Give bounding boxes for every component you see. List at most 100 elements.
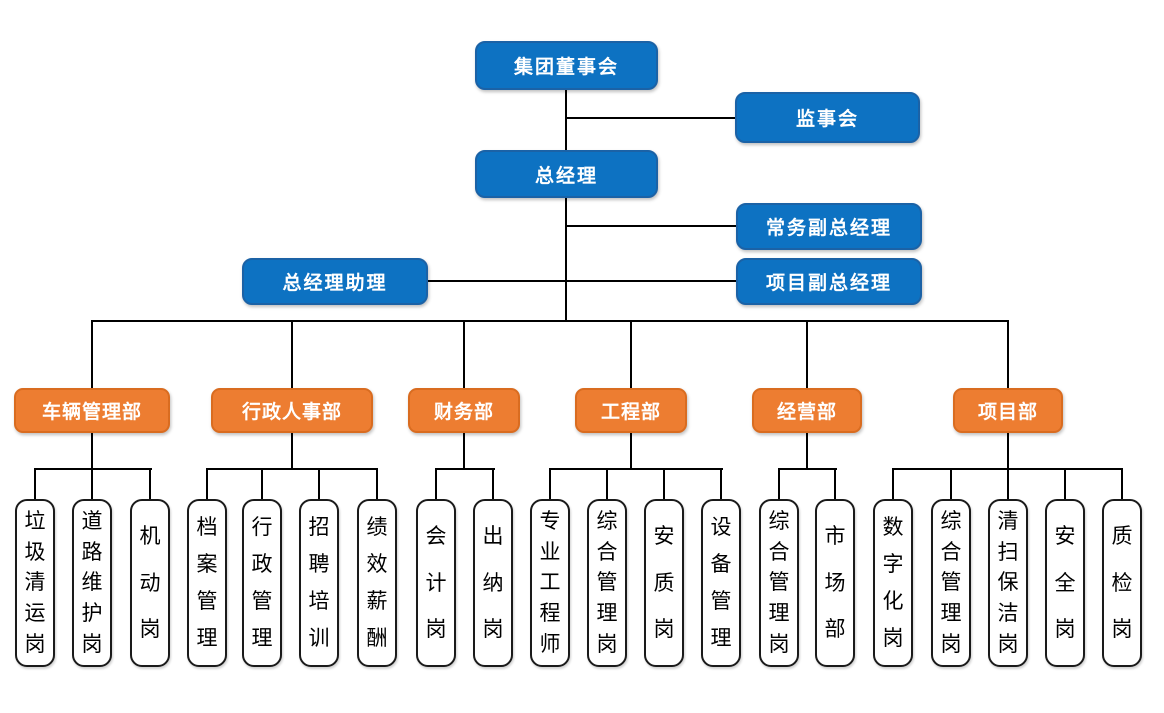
connector-board-to-gm	[565, 90, 567, 151]
connector-dept-stem	[91, 433, 93, 470]
department-label: 车辆管理部	[41, 402, 142, 423]
connector-drop-dept	[630, 320, 632, 388]
department-node-vehicle: 车辆管理部	[14, 388, 170, 433]
position-label: 综合管理岗	[596, 509, 618, 657]
connector-dept-stem	[463, 433, 465, 470]
node-gm-assistant-label: 总经理助理	[282, 273, 388, 294]
connector-subbar	[549, 468, 723, 470]
connector-drop-pos	[950, 468, 952, 499]
position-node: 专业工程师	[530, 499, 570, 667]
position-label: 专业工程师	[539, 509, 561, 657]
connector-gm-to-bar	[565, 198, 567, 322]
connector-drop-dept	[91, 320, 93, 388]
position-label: 安全岗	[1054, 525, 1076, 641]
department-label: 行政人事部	[241, 402, 342, 423]
position-node: 出纳岗	[473, 499, 513, 667]
position-label: 综合管理岗	[940, 509, 962, 657]
connector-to-project-deputy	[566, 280, 737, 282]
node-board: 集团董事会	[475, 41, 658, 90]
connector-to-gm-assistant	[428, 280, 567, 282]
connector-drop-dept	[1007, 320, 1009, 388]
node-general-manager-label: 总经理	[534, 165, 598, 187]
position-node: 综合管理岗	[587, 499, 627, 667]
node-supervisory: 监事会	[735, 92, 920, 143]
position-node: 会计岗	[416, 499, 456, 667]
position-label: 档案管理	[196, 516, 218, 650]
connector-drop-pos	[778, 468, 780, 499]
connector-drop-pos	[492, 468, 494, 499]
connector-drop-pos	[376, 468, 378, 499]
position-label: 行政管理	[251, 516, 273, 650]
connector-drop-pos	[149, 468, 151, 499]
position-label: 质检岗	[1111, 525, 1133, 641]
position-label: 招聘培训	[308, 516, 330, 650]
node-board-label: 集团董事会	[513, 57, 619, 78]
connector-drop-pos	[549, 468, 551, 499]
connector-dept-stem	[1007, 433, 1009, 470]
connector-dept-stem	[806, 433, 808, 470]
position-label: 数字化岗	[882, 516, 904, 650]
position-node: 综合管理岗	[759, 499, 799, 667]
connector-subbar	[34, 468, 152, 470]
connector-drop-pos	[435, 468, 437, 499]
node-general-manager: 总经理	[475, 150, 658, 198]
position-node: 垃圾清运岗	[15, 499, 55, 667]
position-label: 综合管理岗	[768, 509, 790, 657]
position-label: 市场部	[824, 525, 846, 641]
connector-drop-pos	[206, 468, 208, 499]
node-project-deputy-gm: 项目副总经理	[736, 258, 922, 305]
position-label: 出纳岗	[482, 525, 504, 641]
position-label: 安质岗	[653, 525, 675, 641]
connector-drop-dept	[463, 320, 465, 388]
connector-subbar	[435, 468, 495, 470]
position-node: 机动岗	[130, 499, 170, 667]
position-node: 道路维护岗	[72, 499, 112, 667]
connector-department-bar	[91, 320, 1009, 322]
position-label: 会计岗	[425, 525, 447, 641]
position-node: 档案管理	[187, 499, 227, 667]
node-executive-deputy-gm-label: 常务副总经理	[765, 218, 892, 239]
department-label: 经营部	[776, 402, 837, 423]
position-node: 安全岗	[1045, 499, 1085, 667]
department-node-operations: 经营部	[752, 388, 862, 433]
department-node-finance: 财务部	[408, 388, 520, 433]
position-node: 招聘培训	[299, 499, 339, 667]
position-node: 综合管理岗	[931, 499, 971, 667]
department-node-engineering: 工程部	[575, 388, 687, 433]
position-node: 安质岗	[644, 499, 684, 667]
connector-drop-pos	[34, 468, 36, 499]
position-label: 清扫保洁岗	[997, 509, 1019, 657]
position-label: 绩效薪酬	[366, 516, 388, 650]
connector-to-supervisory	[566, 117, 736, 119]
department-label: 财务部	[433, 402, 494, 423]
position-label: 机动岗	[139, 525, 161, 641]
position-node: 数字化岗	[873, 499, 913, 667]
position-label: 垃圾清运岗	[24, 509, 46, 657]
connector-drop-pos	[1121, 468, 1123, 499]
department-node-project: 项目部	[953, 388, 1063, 433]
connector-drop-pos	[261, 468, 263, 499]
node-gm-assistant: 总经理助理	[242, 258, 428, 305]
connector-drop-dept	[806, 320, 808, 388]
position-label: 道路维护岗	[81, 509, 103, 657]
node-supervisory-label: 监事会	[795, 109, 859, 130]
connector-dept-stem	[291, 433, 293, 470]
connector-drop-pos	[606, 468, 608, 499]
connector-to-executive-deputy	[566, 225, 737, 227]
connector-drop-pos	[834, 468, 836, 499]
connector-drop-pos	[892, 468, 894, 499]
position-label: 设备管理	[710, 516, 732, 650]
connector-drop-pos	[91, 468, 93, 499]
connector-drop-dept	[291, 320, 293, 388]
position-node: 清扫保洁岗	[988, 499, 1028, 667]
connector-drop-pos	[663, 468, 665, 499]
connector-drop-pos	[720, 468, 722, 499]
node-project-deputy-gm-label: 项目副总经理	[765, 273, 892, 294]
department-label: 项目部	[977, 402, 1038, 423]
position-node: 设备管理	[701, 499, 741, 667]
position-node: 质检岗	[1102, 499, 1142, 667]
department-node-admin-hr: 行政人事部	[211, 388, 373, 433]
node-executive-deputy-gm: 常务副总经理	[736, 203, 922, 250]
connector-subbar	[778, 468, 837, 470]
position-node: 绩效薪酬	[357, 499, 397, 667]
